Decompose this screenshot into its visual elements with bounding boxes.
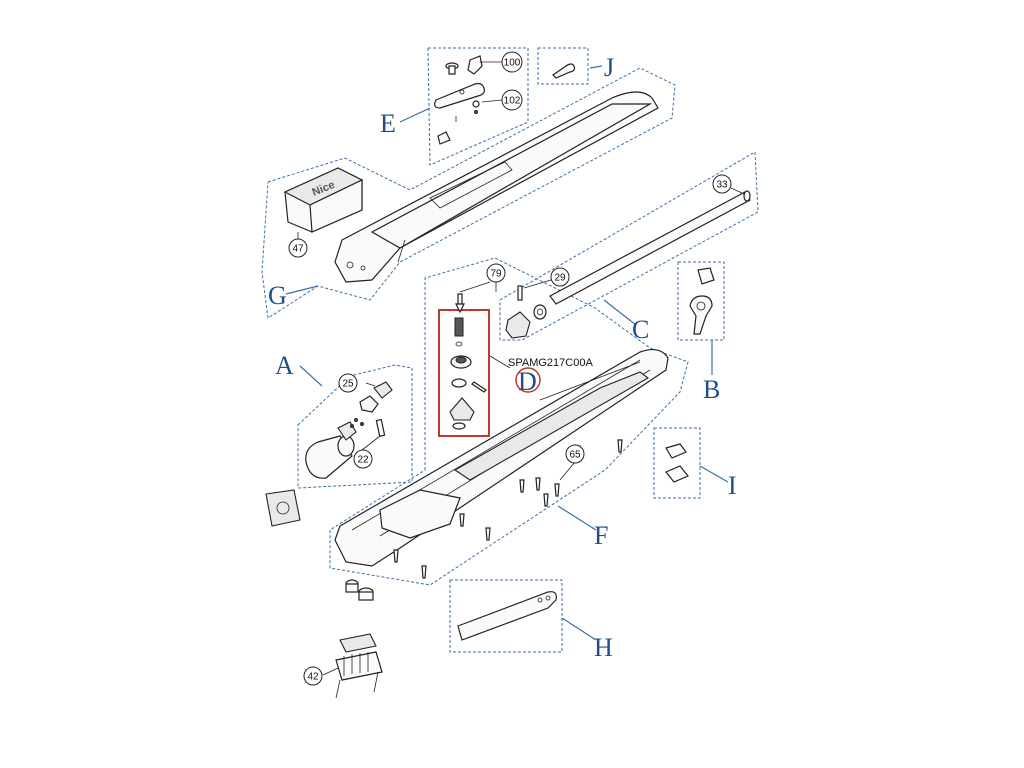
- svg-text:79: 79: [490, 269, 502, 280]
- bracket-plate-h: [457, 591, 557, 641]
- group-label-b: B: [703, 375, 720, 404]
- group-label-h: H: [594, 633, 613, 662]
- svg-text:29: 29: [554, 273, 566, 284]
- group-label-j: J: [604, 53, 614, 82]
- svg-text:42: 42: [307, 672, 319, 683]
- group-d-highlight-box: [438, 309, 490, 437]
- svg-text:33: 33: [716, 180, 728, 191]
- terminal-block-42: [335, 633, 383, 699]
- leader-lines: [285, 65, 729, 676]
- plates-i: [665, 443, 689, 483]
- group-label-c: C: [632, 315, 649, 344]
- encoder-plate: [265, 489, 301, 527]
- svg-text:65: 65: [569, 450, 581, 461]
- callout-25: 25: [338, 373, 358, 393]
- group-d-highlight-circle: [515, 367, 541, 393]
- callout-65: 65: [565, 444, 585, 464]
- group-b-outline: [677, 261, 725, 341]
- base-casing-f: [334, 348, 669, 567]
- group-label-i: I: [728, 471, 737, 500]
- group-label-a: A: [275, 351, 294, 380]
- callout-22: 22: [353, 449, 373, 469]
- part-number-label: SPAMG217C00A: [508, 357, 593, 369]
- group-i-outline: [653, 427, 701, 499]
- bushings: [345, 579, 374, 601]
- svg-text:25: 25: [342, 379, 354, 390]
- callout-79: 79: [486, 263, 506, 283]
- group-label-d: D: [518, 367, 537, 396]
- svg-text:100: 100: [504, 58, 521, 69]
- svg-text:47: 47: [292, 244, 304, 255]
- group-label-f: F: [594, 521, 608, 550]
- group-f-outline: [329, 257, 689, 586]
- callout-33: 33: [712, 174, 745, 195]
- group-j-outline: [537, 47, 589, 85]
- svg-text:22: 22: [357, 455, 369, 466]
- callout-29: 29: [523, 267, 570, 289]
- callout-100: 100: [480, 51, 523, 73]
- motor-assembly-a: [305, 381, 393, 479]
- group-c-outline: [499, 151, 759, 341]
- callout-42: 42: [303, 666, 323, 686]
- group-e-outline: [427, 47, 529, 166]
- end-cap-47: Nice: [283, 167, 364, 240]
- cover-assembly: [334, 91, 659, 283]
- release-lever-b: [689, 267, 715, 335]
- group-g-outline: [261, 67, 676, 319]
- gear-set-d: [449, 293, 487, 430]
- group-label-g: G: [268, 281, 287, 310]
- callout-47: 47: [288, 238, 308, 258]
- group-e-parts: [434, 55, 485, 145]
- svg-text:102: 102: [504, 96, 521, 107]
- group-label-e: E: [380, 109, 396, 138]
- screw-shaft-c: [505, 190, 751, 339]
- release-key-j: [552, 63, 576, 79]
- callout-102: 102: [481, 89, 523, 111]
- group-h-outline: [449, 579, 563, 653]
